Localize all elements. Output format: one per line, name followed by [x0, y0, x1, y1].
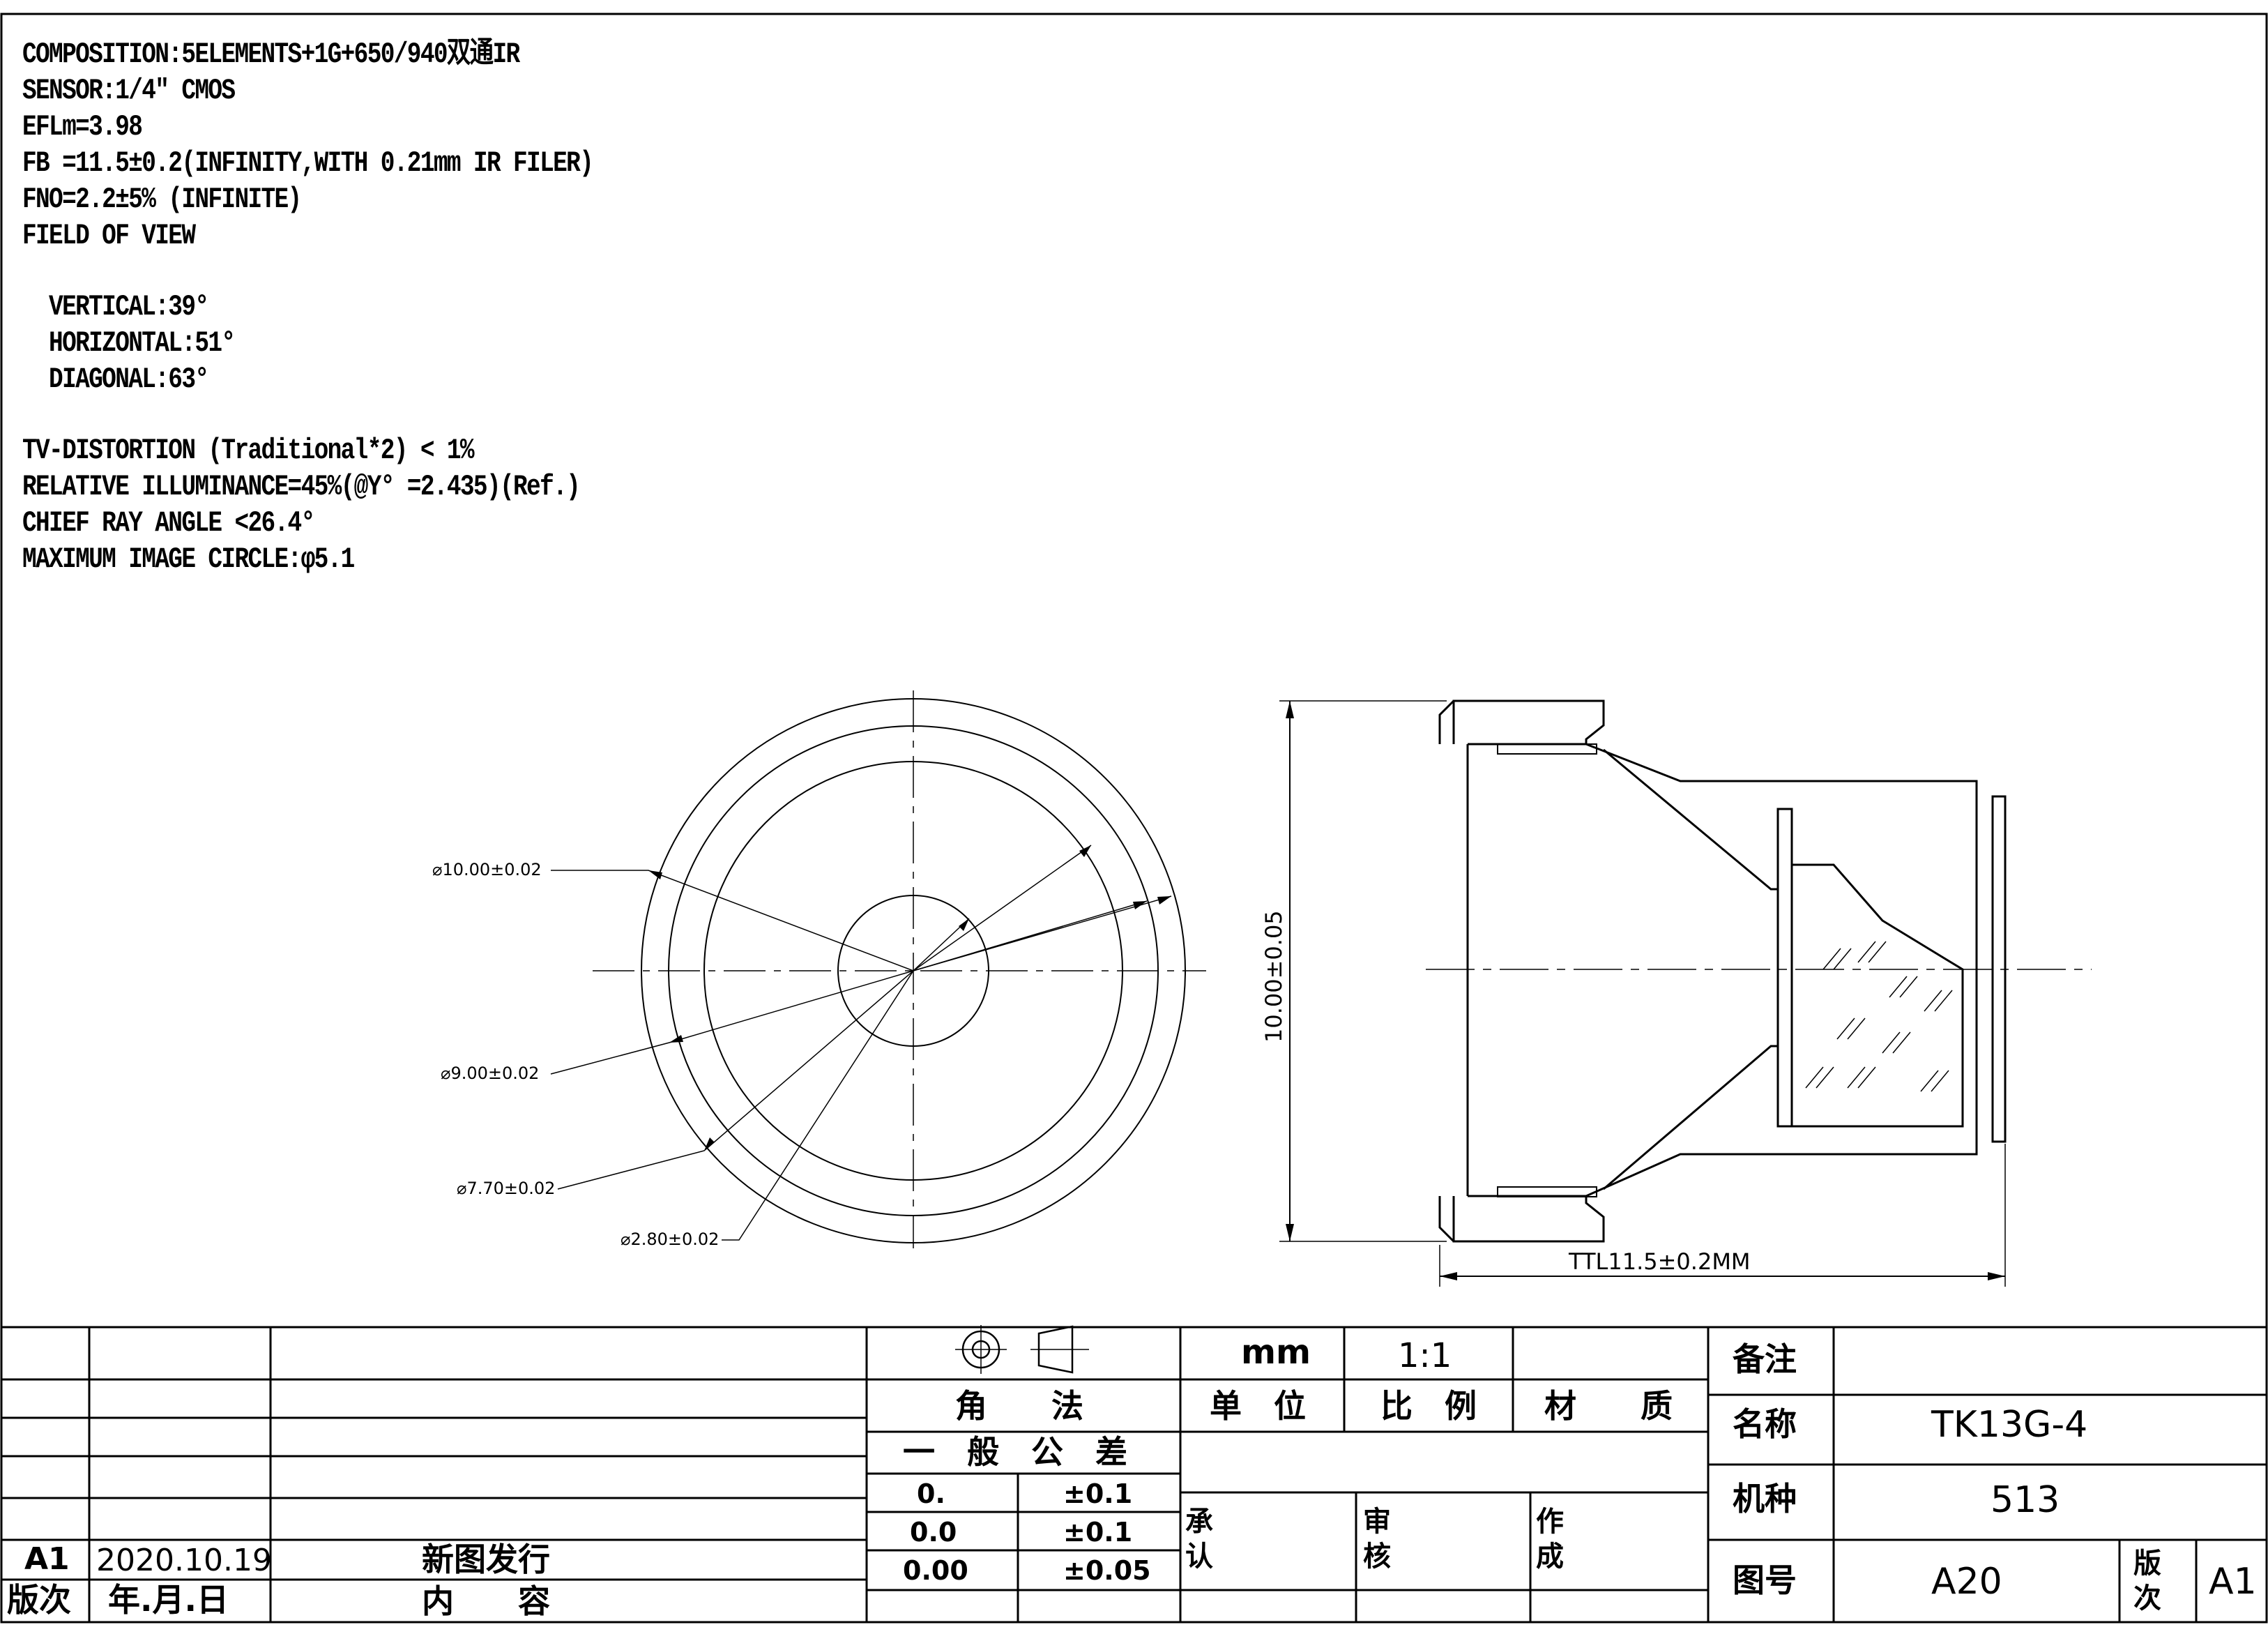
approve-label-1: 承 — [1185, 1506, 1213, 1538]
seat-bottom — [1497, 1186, 1597, 1197]
col-rev-label: 版次 — [7, 1581, 71, 1619]
rev-code: A1 — [24, 1541, 70, 1577]
dim-ttl: TTL11.5±0.2MM — [1568, 1248, 1751, 1275]
arrow — [959, 918, 969, 931]
model-label: 机种 — [1733, 1480, 1797, 1518]
rear-lens-frame — [1792, 863, 1964, 1128]
barrel-top — [1468, 743, 1978, 1197]
spec-cra: CHIEF RAY ANGLE <26.4° — [22, 506, 315, 540]
lens-hatch — [1805, 941, 1953, 1092]
dim-d10: ⌀10.00±0.02 — [432, 860, 542, 879]
spec-horizontal: HORIZONTAL:51° — [22, 326, 236, 360]
unit-label: 单 位 — [1210, 1387, 1306, 1425]
front-view — [550, 690, 1206, 1248]
arrow — [1157, 896, 1171, 905]
spec-relative-illuminance: RELATIVE ILLUMINANCE=45%(@Y° =2.435)(Ref… — [22, 470, 581, 504]
arrow — [1440, 1272, 1457, 1280]
arrow — [1079, 845, 1091, 857]
barrel-diag-top — [1603, 748, 1778, 891]
model-value: 513 — [1991, 1479, 2060, 1521]
leader-d2-8 — [722, 918, 970, 1241]
version-label-1: 版 — [2133, 1548, 2161, 1580]
dim-height: 10.00±0.05 — [1261, 910, 1287, 1043]
spec-tv-distortion: TV-DISTORTION (Traditional*2) < 1% — [22, 434, 475, 467]
tol-value-3: ±0.05 — [1063, 1555, 1151, 1586]
drawing-no-value: A20 — [1931, 1561, 2002, 1603]
spec-composition: COMPOSITION:5ELEMENTS+1G+650/940双通IR — [22, 38, 520, 71]
leader-d10 — [551, 870, 1172, 971]
rev-date: 2020.10.19 — [96, 1543, 272, 1578]
spec-sensor: SENSOR:1/4″ CMOS — [22, 74, 236, 107]
top-flange-inner — [1438, 699, 1455, 744]
tol-value-1: ±0.1 — [1063, 1478, 1132, 1509]
side-view — [1279, 699, 2092, 1287]
spec-fb: FB =11.5±0.2(INFINITY,WITH 0.21mm IR FIL… — [22, 146, 594, 180]
seat-top — [1497, 743, 1597, 755]
scale-value: 1:1 — [1398, 1336, 1452, 1375]
dim-d2-8: ⌀2.80±0.02 — [621, 1230, 719, 1249]
rear-lens — [1776, 808, 1793, 1128]
tol-format-3: 0.00 — [903, 1555, 968, 1586]
author-label-1: 作 — [1536, 1506, 1564, 1538]
author-label-2: 成 — [1536, 1541, 1564, 1573]
tol-format-2: 0.0 — [910, 1517, 957, 1548]
projection-symbol — [955, 1325, 1089, 1374]
dim-d7-7: ⌀7.70±0.02 — [457, 1179, 555, 1198]
general-tolerance-label: 一 般 公 差 — [903, 1433, 1127, 1471]
dim-d9: ⌀9.00±0.02 — [441, 1064, 539, 1083]
unit-value: mm — [1241, 1333, 1311, 1372]
rev-content: 新图发行 — [422, 1541, 550, 1578]
spec-vertical: VERTICAL:39° — [22, 290, 209, 324]
review-label-2: 核 — [1363, 1541, 1391, 1573]
arrow — [669, 1035, 683, 1043]
barrel-diag-bottom — [1603, 1045, 1778, 1190]
spec-fno: FNO=2.2±5% (INFINITE) — [22, 183, 302, 216]
top-flange — [1452, 699, 1605, 744]
material-label: 材 质 — [1544, 1387, 1673, 1425]
spec-diagonal: DIAGONAL:63° — [22, 363, 209, 396]
arrow — [1133, 901, 1147, 909]
sheet-border — [0, 13, 2268, 1624]
arrow — [648, 870, 662, 879]
arrow — [1286, 701, 1294, 718]
name-label: 名称 — [1733, 1405, 1797, 1443]
version-label-2: 次 — [2133, 1582, 2161, 1614]
name-value: TK13G-4 — [1931, 1404, 2087, 1446]
remarks-label: 备注 — [1733, 1340, 1797, 1378]
arrow — [1286, 1224, 1294, 1241]
spec-efl: EFLm=3.98 — [22, 110, 143, 144]
drawing-no-label: 图号 — [1733, 1561, 1797, 1599]
spec-image-circle: MAXIMUM IMAGE CIRCLE:φ5.1 — [22, 543, 355, 576]
version-value: A1 — [2209, 1561, 2257, 1603]
spec-fov: FIELD OF VIEW — [22, 219, 196, 252]
arrow — [1988, 1272, 2005, 1280]
col-date-label: 年.月.日 — [108, 1581, 229, 1619]
title-block-grid — [1, 1326, 2267, 1622]
review-label-1: 审 — [1363, 1506, 1391, 1538]
approve-label-2: 认 — [1185, 1541, 1213, 1573]
leader-d9 — [550, 900, 1148, 1075]
bottom-flange-inner — [1438, 1196, 1455, 1243]
arrow — [704, 1137, 715, 1151]
tol-format-1: 0. — [917, 1478, 945, 1509]
tol-value-2: ±0.1 — [1063, 1517, 1132, 1548]
bottom-flange — [1452, 1196, 1605, 1243]
col-content-label: 内 容 — [422, 1582, 550, 1620]
angle-method-label: 角 法 — [955, 1387, 1083, 1425]
scale-label: 比 例 — [1380, 1387, 1477, 1425]
leader-d7-7 — [557, 845, 1092, 1190]
